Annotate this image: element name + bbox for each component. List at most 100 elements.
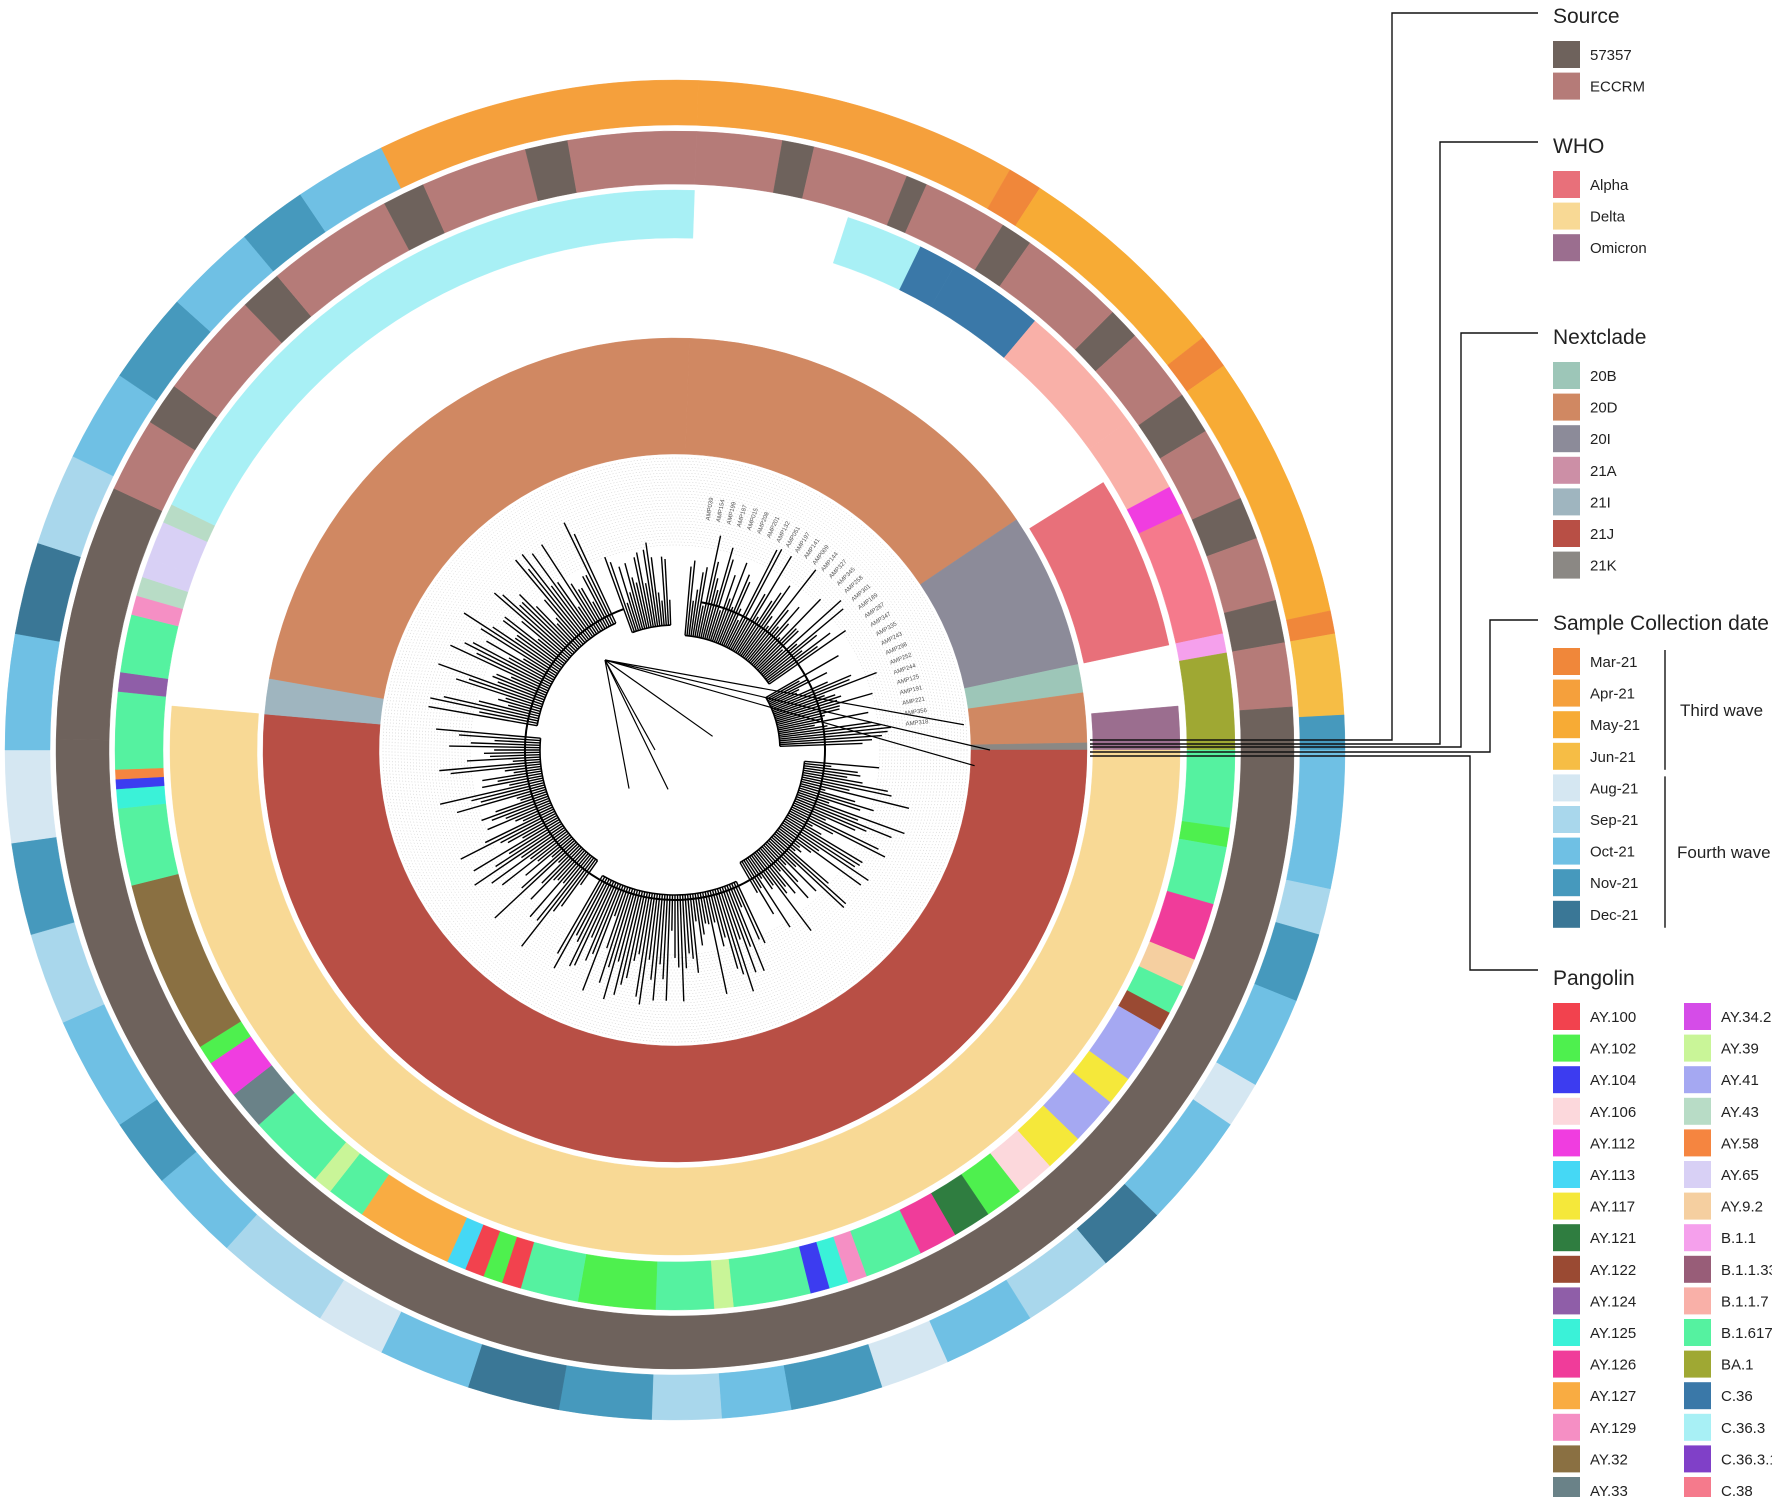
- legend-swatch: [1684, 1224, 1711, 1252]
- legend-swatch: [1553, 1066, 1580, 1094]
- tip-guide-circle: [454, 529, 896, 971]
- tip-guide-circle: [433, 508, 917, 992]
- tip-label: AMP125: [896, 674, 920, 686]
- tree-branch: [726, 549, 778, 648]
- tree-branch: [737, 600, 773, 654]
- tip-label: AMP191: [899, 685, 923, 696]
- legend-swatch: [1684, 1287, 1711, 1315]
- date-ring: [4, 79, 1346, 1421]
- legend-label: AY.129: [1590, 1420, 1636, 1437]
- tree-branch: [522, 806, 553, 822]
- tree-branch: [638, 893, 656, 1005]
- tree-branch: [733, 555, 793, 652]
- tree-branch: [775, 692, 873, 722]
- tree-branch: [487, 802, 552, 831]
- tree-branch: [496, 673, 547, 696]
- legend-label: AY.124: [1590, 1293, 1636, 1310]
- legend-swatch: [1553, 425, 1580, 453]
- tree-branch: [778, 724, 815, 733]
- tree-branch: [508, 820, 561, 855]
- pangolin-ring-segment: [117, 803, 179, 886]
- tree-branch: [709, 890, 725, 947]
- legend-label: AY.112: [1590, 1135, 1635, 1152]
- tree-branch: [576, 878, 610, 943]
- tree-branch: [606, 886, 629, 949]
- tree-branch: [754, 852, 788, 894]
- tree-branch: [774, 695, 842, 719]
- tree-branch: [638, 892, 651, 955]
- tree-branch: [692, 572, 704, 637]
- tree-branch: [501, 832, 570, 886]
- tree-branch: [759, 600, 842, 674]
- tree-branch: [582, 576, 610, 627]
- tree-branch: [686, 560, 696, 636]
- tip-guide-circle: [412, 487, 938, 1013]
- legend-label: BA.1: [1721, 1357, 1754, 1374]
- tree-branch: [783, 820, 856, 868]
- tree-branch: [535, 605, 579, 650]
- tree-branch: [570, 583, 602, 632]
- tree-branch: [747, 857, 763, 879]
- tree-branch: [642, 549, 657, 627]
- pangolin-ring-segment: [577, 1253, 658, 1310]
- legend-label: 20B: [1590, 368, 1617, 385]
- legend-swatch: [1553, 488, 1580, 516]
- tree-branch: [525, 836, 573, 876]
- tree-branch: [449, 745, 541, 749]
- legend-label: B.1.617.2: [1721, 1325, 1772, 1342]
- legend-label: AY.65: [1721, 1167, 1759, 1184]
- tree-branch: [508, 657, 553, 683]
- tree-branch: [633, 557, 650, 628]
- tree-branch: [652, 894, 664, 1001]
- legend-label: AY.113: [1590, 1167, 1635, 1184]
- tip-label: AMP187: [737, 504, 749, 528]
- tree-branch: [721, 886, 741, 940]
- tree-branch: [799, 787, 874, 812]
- tree-branch: [728, 548, 783, 649]
- tree-branch: [618, 566, 640, 631]
- tree-branch: [748, 626, 779, 663]
- tree-branch: [788, 812, 813, 827]
- legend-swatch: [1553, 393, 1580, 421]
- tree-branch: [659, 894, 666, 965]
- tree-branch: [557, 849, 586, 881]
- tree-branch: [766, 680, 800, 700]
- tip-label: AMP221: [902, 696, 926, 706]
- tree-branch: [691, 893, 697, 922]
- legend-label: 57357: [1590, 47, 1632, 64]
- tree-branch: [696, 605, 704, 638]
- tree-branch: [771, 674, 852, 710]
- tree-branch: [711, 574, 736, 642]
- tree-branch: [764, 843, 787, 866]
- tree-clade-arc: [684, 634, 770, 685]
- legend-connector: [1090, 619, 1538, 753]
- nextclade-ring-segment: [269, 337, 690, 699]
- tree-branch: [527, 568, 588, 642]
- tree-branch: [761, 643, 798, 676]
- tree-branch: [664, 558, 670, 626]
- legend-label: AY.117: [1590, 1199, 1635, 1216]
- tree-branch: [537, 834, 571, 862]
- legend-swatch: [1553, 806, 1580, 833]
- tree-branch: [480, 784, 545, 803]
- tree-branch: [557, 581, 596, 636]
- tree-branch: [529, 851, 587, 918]
- tree-branch: [450, 763, 541, 775]
- pangolin-ring-segment: [1181, 749, 1236, 829]
- tree-branch: [486, 640, 555, 681]
- tree-branch: [742, 615, 773, 658]
- tree-branch: [709, 610, 722, 641]
- tree-branch: [648, 893, 659, 960]
- date-ring-segment: [558, 1365, 654, 1420]
- tree-branch: [556, 623, 581, 649]
- tree-branch: [484, 808, 554, 844]
- tree-branch: [726, 885, 752, 947]
- legend-swatch: [1553, 742, 1580, 770]
- tree-branch: [494, 841, 577, 919]
- tree-branch: [591, 884, 622, 955]
- legend-label: AY.100: [1590, 1009, 1636, 1026]
- legend-swatch: [1553, 520, 1580, 547]
- tree-branch: [515, 559, 586, 644]
- tree-branch: [604, 556, 633, 633]
